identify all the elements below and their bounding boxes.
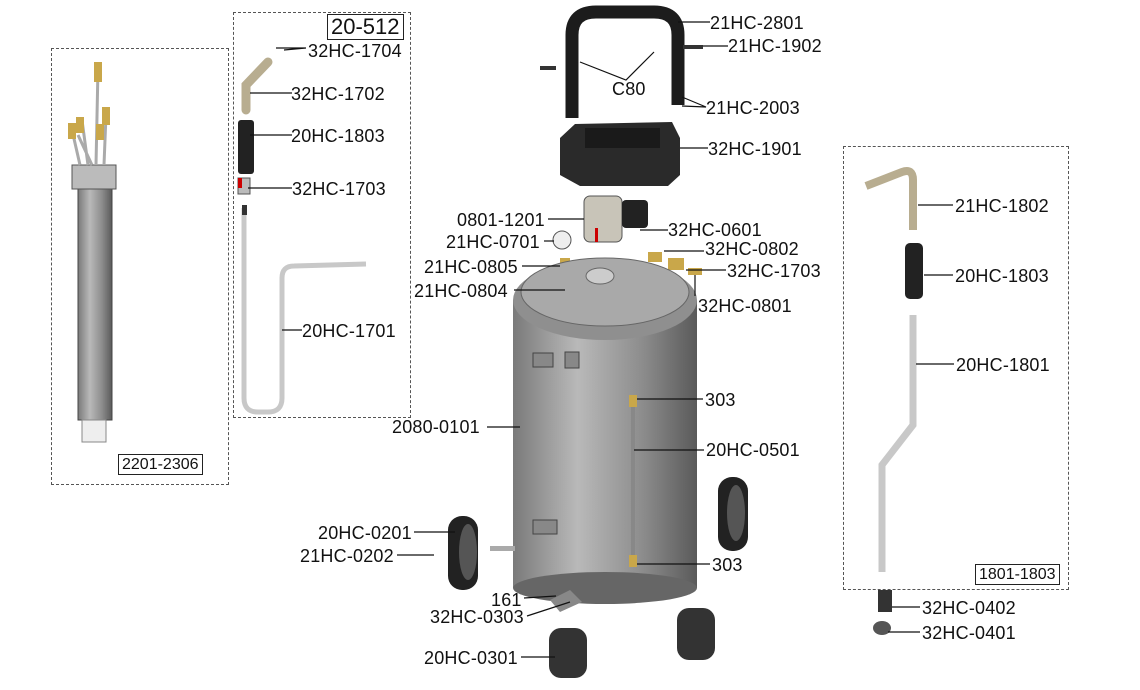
probe-kit-illustration [68, 62, 117, 443]
part-label: 21HC-2003 [706, 98, 800, 118]
part-label: 20HC-1803 [955, 266, 1049, 286]
part-label: 303 [705, 390, 736, 410]
hose-kit-illustration [237, 57, 367, 415]
group-label-left: 2201-2306 [118, 454, 203, 475]
part-label: 20HC-0501 [706, 440, 800, 460]
group-probe-kit [51, 48, 229, 485]
tank-illustration [490, 257, 697, 604]
part-label: 32HC-1703 [292, 179, 386, 199]
part-label: 2080-0101 [392, 417, 480, 437]
group-suction-tube-kit [843, 146, 1069, 590]
part-label: 21HC-2801 [710, 13, 804, 33]
part-label: 20HC-1701 [302, 321, 396, 341]
part-label: 32HC-0601 [668, 220, 762, 240]
part-label: 32HC-1703 [727, 261, 821, 281]
group-label-right: 1801-1803 [975, 564, 1060, 585]
part-label: 21HC-1902 [728, 36, 822, 56]
part-label: 303 [712, 555, 743, 575]
part-label: C80 [612, 79, 646, 99]
part-label: 32HC-1901 [708, 139, 802, 159]
part-label: 21HC-1802 [955, 196, 1049, 216]
part-label: 20HC-1801 [956, 355, 1050, 375]
part-label: 21HC-0804 [414, 281, 508, 301]
suction-tube-kit-illustration [864, 167, 923, 635]
part-label: 32HC-0401 [922, 623, 1016, 643]
part-label: 21HC-0202 [300, 546, 394, 566]
part-label: 20HC-0301 [424, 648, 518, 668]
part-label: 32HC-0303 [430, 607, 524, 627]
part-label: 32HC-0801 [698, 296, 792, 316]
part-label: 32HC-1704 [308, 41, 402, 61]
part-label: 21HC-0701 [446, 232, 540, 252]
part-label: 161 [491, 590, 522, 610]
leader-lines [248, 21, 954, 658]
part-label: 0801-1201 [457, 210, 545, 230]
group-hose-kit [233, 12, 411, 418]
part-label: 21HC-0805 [424, 257, 518, 277]
part-label: 32HC-0802 [705, 239, 799, 259]
part-label: 20HC-0201 [318, 523, 412, 543]
part-label: 32HC-0402 [922, 598, 1016, 618]
part-label: 20HC-1803 [291, 126, 385, 146]
diagram-title: 20-512 [327, 14, 404, 40]
part-label: 32HC-1702 [291, 84, 385, 104]
